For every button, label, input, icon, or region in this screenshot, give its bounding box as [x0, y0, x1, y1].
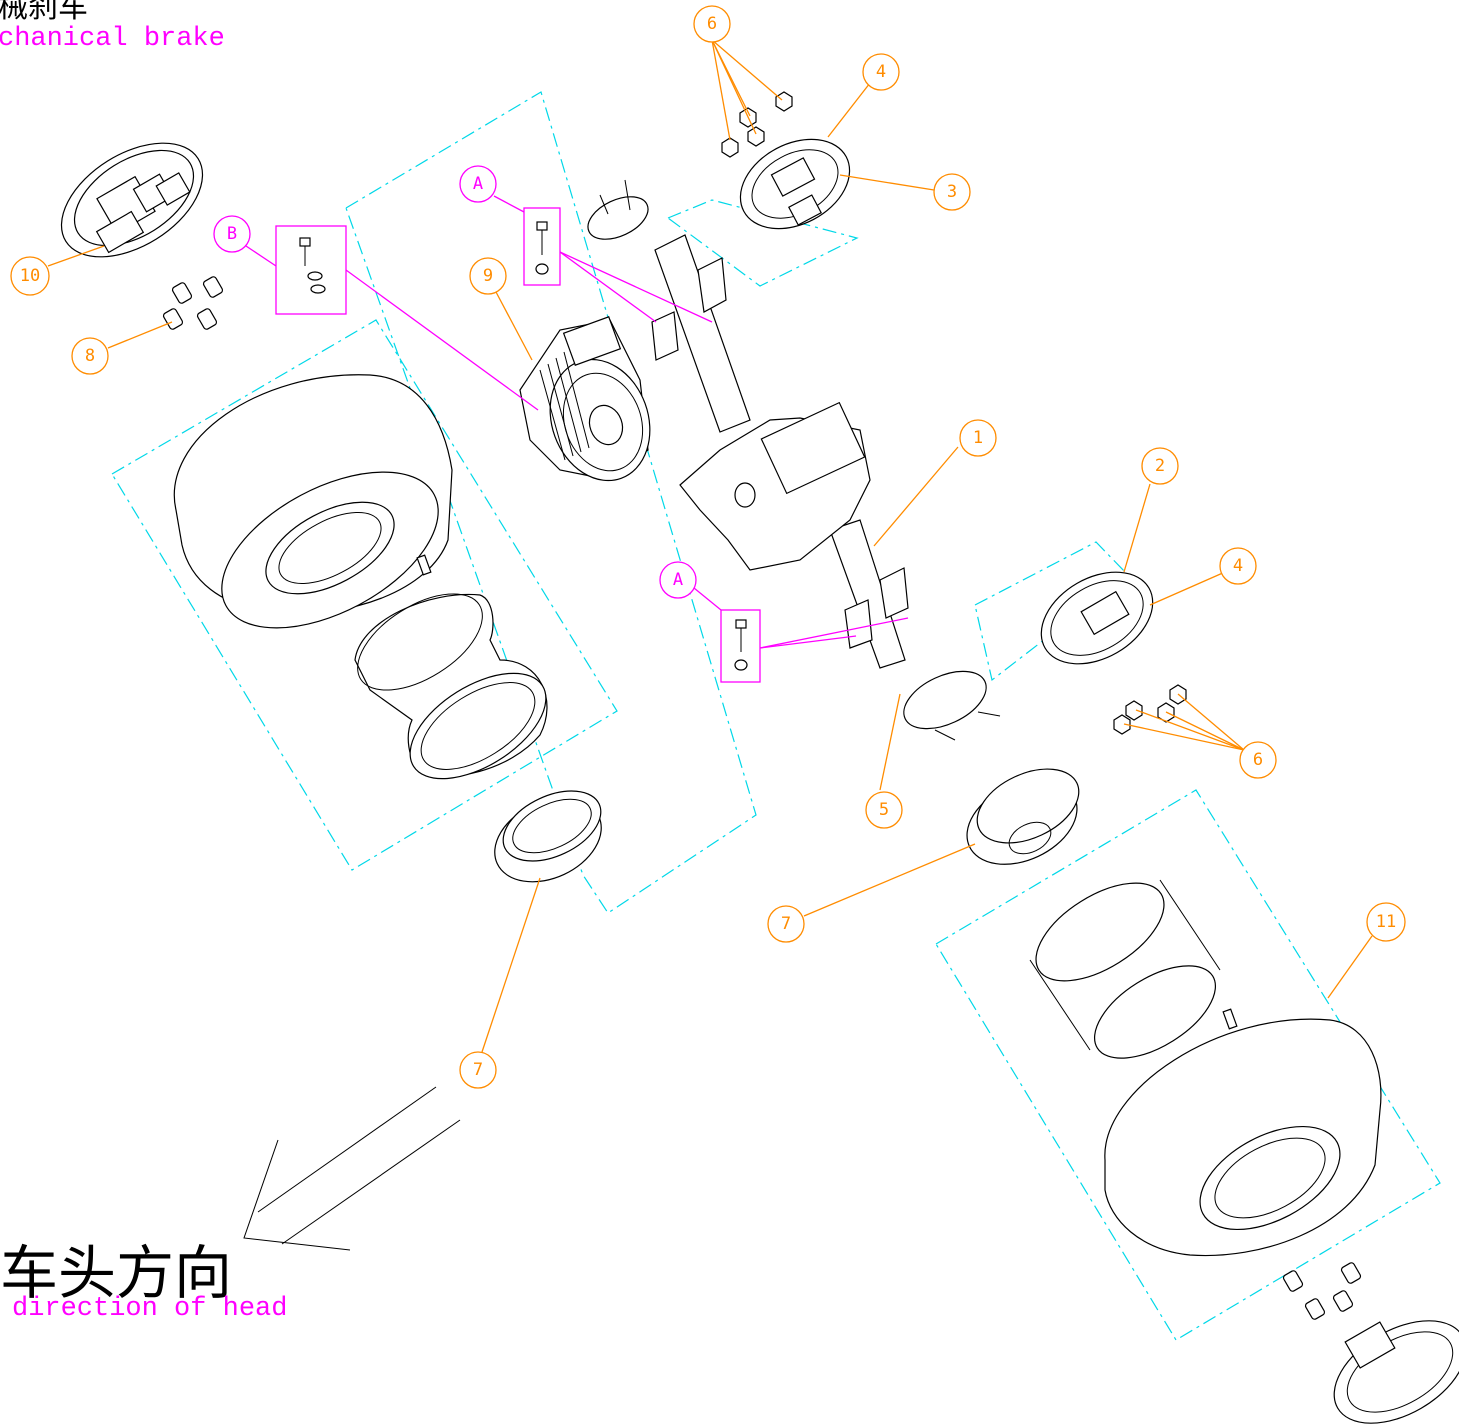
svg-text:10: 10 — [20, 266, 40, 286]
svg-text:A: A — [473, 174, 483, 194]
motor-group-outline — [345, 91, 757, 914]
part-6-nuts-right — [1113, 684, 1187, 735]
svg-text:4: 4 — [1233, 556, 1243, 576]
part-7-left-hub — [494, 790, 602, 883]
svg-text:9: 9 — [483, 266, 493, 286]
part-9-motor — [519, 316, 651, 482]
callout-6-top: 6 — [693, 5, 731, 43]
fastener-box-a-bottom — [720, 609, 761, 683]
brake-top-group-outline — [666, 199, 859, 287]
part-10-brake-drum — [60, 142, 204, 258]
right-valve-stem — [1222, 1008, 1238, 1030]
brake-title-cn: 机械刹车 — [0, 0, 88, 25]
svg-text:B: B — [227, 224, 237, 244]
leader-lines — [47, 39, 1373, 1053]
part-8-lug-nuts — [162, 276, 224, 330]
callout-10: 10 — [10, 256, 50, 296]
svg-text:3: 3 — [947, 182, 957, 202]
lug-nuts-bottom-right — [1282, 1262, 1362, 1320]
callout-8: 8 — [71, 337, 109, 375]
callout-a-top: A — [459, 165, 497, 203]
right-tire — [1104, 1018, 1382, 1257]
callout-6-right: 6 — [1239, 741, 1277, 779]
callout-9: 9 — [469, 257, 507, 295]
left-rim — [354, 593, 548, 780]
callout-b: B — [213, 215, 251, 253]
svg-text:5: 5 — [879, 800, 889, 820]
svg-text:1: 1 — [973, 428, 983, 448]
head-direction-en: direction of head — [12, 1294, 288, 1324]
svg-text:6: 6 — [1253, 750, 1263, 770]
svg-text:6: 6 — [707, 14, 717, 34]
part-2-brake-assembly — [1040, 571, 1154, 665]
svg-text:2: 2 — [1155, 456, 1165, 476]
callout-a-bottom: A — [659, 561, 697, 599]
left-tire — [173, 374, 453, 629]
callout-5: 5 — [865, 791, 903, 829]
callout-4-top: 4 — [862, 53, 900, 91]
svg-text:11: 11 — [1376, 912, 1396, 932]
svg-text:7: 7 — [473, 1060, 483, 1080]
callout-2: 2 — [1141, 447, 1179, 485]
svg-text:4: 4 — [876, 62, 886, 82]
group-outlines — [111, 91, 1441, 1341]
svg-text:A: A — [673, 570, 683, 590]
left-wheel-group-outline — [111, 319, 618, 871]
right-rim — [1029, 879, 1221, 1059]
svg-text:8: 8 — [85, 346, 95, 366]
callout-4-right: 4 — [1219, 547, 1257, 585]
callout-1: 1 — [959, 419, 997, 457]
fastener-box-b — [275, 225, 347, 315]
callout-3: 3 — [933, 173, 971, 211]
left-valve-stem — [416, 554, 432, 576]
part-1-axle — [587, 179, 1001, 741]
direction-arrow — [243, 1086, 461, 1251]
svg-text:7: 7 — [781, 914, 791, 934]
callout-7-right: 7 — [767, 905, 805, 943]
fastener-box-a-top — [523, 207, 561, 286]
brake-title-en: chanical brake — [0, 24, 225, 54]
head-direction-cn: 车头方向 — [0, 1239, 233, 1307]
callout-11: 11 — [1366, 902, 1406, 942]
right-wheel-group-outline — [935, 789, 1441, 1341]
brake-drum-bottom-right — [1333, 1320, 1459, 1424]
part-7-right-hub — [966, 768, 1080, 865]
part-3-brake-assembly — [739, 138, 851, 230]
callout-7-left: 7 — [459, 1051, 497, 1089]
